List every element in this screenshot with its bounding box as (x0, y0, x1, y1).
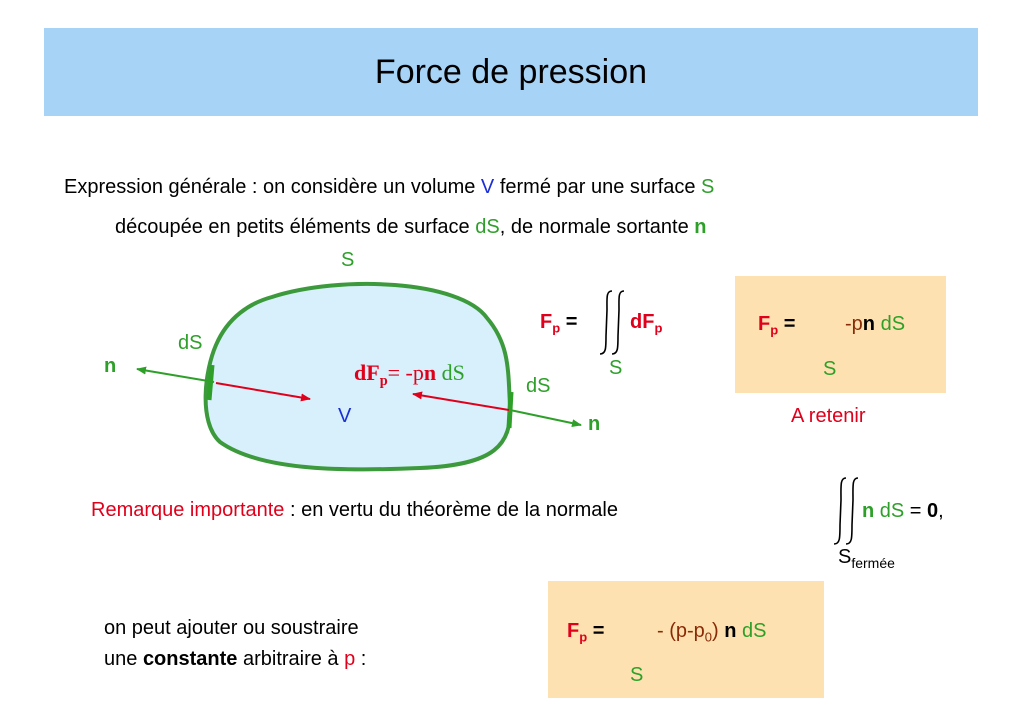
formula-equals: = -p (387, 360, 424, 385)
elementary-force-symbol: dFp (630, 311, 663, 336)
force-subscript: p (379, 373, 388, 389)
force-symbol: F (567, 620, 580, 642)
remark-text: Remarque importante : en vertu du théorè… (91, 499, 618, 522)
note-line-1: on peut ajouter ou soustraire (104, 617, 359, 639)
page-title: Force de pression (374, 53, 648, 91)
force-symbol: dF (354, 360, 380, 385)
force-subscript: p (579, 629, 588, 645)
elementary-force-formula: dFp= -pn dS (354, 360, 465, 389)
normal-theorem-formula: n dS = 0, (862, 500, 944, 523)
surface-label: S (341, 249, 355, 271)
intro-text: Expression générale : on considère un vo… (64, 176, 481, 198)
formula-equals: = (560, 311, 578, 333)
double-integral-3 (833, 477, 859, 545)
key-formula-box (735, 276, 946, 393)
surface-element-label-right: dS (526, 375, 551, 397)
normal-arrow-left (136, 366, 215, 383)
formula-equals: = (778, 313, 796, 335)
intro-line-2: découpée en petits éléments de surface d… (115, 216, 706, 239)
key-formula-integrand: -pn dS (845, 313, 905, 336)
volume-label: V (338, 405, 352, 427)
normal-label-left: n (104, 355, 117, 377)
normal-symbol: n (862, 500, 875, 522)
force-symbol: dF (630, 311, 655, 333)
force-symbol: F (540, 311, 553, 333)
surface-symbol: S (838, 546, 852, 568)
intro-text: découpée en petits éléments de surface (115, 216, 476, 238)
surface-element-symbol: dS (475, 216, 500, 238)
intro-text: , de normale sortante (499, 216, 695, 238)
integral-domain-label: S (823, 358, 837, 380)
note-text: une (104, 648, 143, 670)
force-subscript: p (552, 320, 561, 336)
force-arrow-right (412, 391, 510, 411)
key-formula-caption: A retenir (791, 405, 866, 427)
normal-symbol: n (862, 313, 876, 335)
intro-line-1: Expression générale : on considère un vo… (64, 176, 714, 199)
volume-symbol: V (480, 176, 495, 198)
surface-element-symbol: dS (874, 500, 905, 522)
formula-equals: = (587, 620, 605, 642)
pressure-difference-close: ) (712, 620, 725, 642)
force-subscript: p (770, 322, 779, 338)
surface-element-label-left: dS (178, 332, 203, 354)
normal-label-right: n (588, 413, 601, 435)
formula-equals: = (904, 500, 928, 522)
note-text: : (355, 648, 367, 670)
force-symbol: F (758, 313, 771, 335)
closed-surface-domain-label: Sfermée (838, 546, 895, 571)
key-formula-lhs: Fp = (758, 313, 796, 338)
gauge-formula-integrand: - (p-p0) n dS (657, 620, 767, 645)
closed-surface-subscript: fermée (851, 554, 895, 571)
gauge-formula-lhs: Fp = (567, 620, 605, 645)
note-emphasis: constante (142, 648, 238, 670)
integral-domain-label: S (609, 357, 623, 379)
pressure-difference: - (p-p (657, 620, 705, 642)
normal-symbol: n (724, 620, 737, 642)
remark-label: Remarque importante (91, 499, 285, 521)
surface-element-symbol: dS (875, 313, 906, 335)
normal-symbol: n (694, 216, 707, 238)
pressure-term: -p (845, 313, 863, 335)
intro-text: fermé par une surface (494, 176, 702, 198)
reference-pressure-subscript: 0 (704, 629, 713, 645)
gauge-formula-box (548, 581, 824, 698)
formula-comma: , (938, 500, 944, 522)
pressure-symbol: p (344, 648, 356, 670)
surface-element-symbol: dS (736, 620, 767, 642)
integral-domain-label: S (630, 664, 644, 686)
zero-vector: 0 (927, 500, 939, 522)
note-text: arbitraire à (237, 648, 345, 670)
surface-symbol: S (701, 176, 715, 198)
closed-surface (203, 281, 513, 472)
total-force-formula: Fp = (540, 311, 578, 336)
normal-symbol: n (423, 360, 437, 385)
surface-element-left (206, 364, 215, 401)
title-banner: Force de pression (44, 28, 978, 116)
note-line-2: une constante arbitraire à p : (104, 648, 366, 671)
force-arrow-left (215, 382, 311, 402)
force-subscript: p (654, 320, 663, 336)
double-integral-1 (599, 290, 625, 355)
remark-body: : en vertu du théorème de la normale (284, 499, 618, 521)
surface-element-symbol: dS (436, 360, 465, 385)
normal-arrow-right (509, 409, 582, 428)
